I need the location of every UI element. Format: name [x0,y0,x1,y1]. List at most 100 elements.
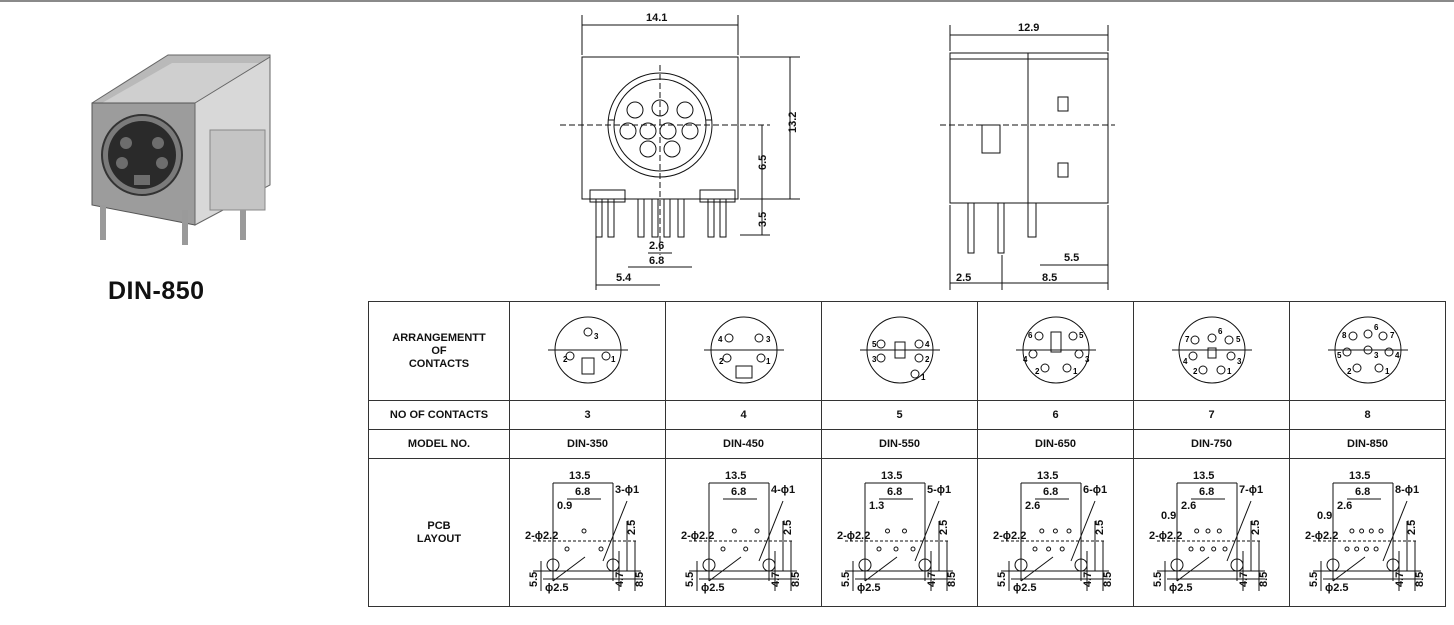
pcb-inner-label: 6.8 [575,486,590,498]
pcb-dim-label: 2.5 [1250,520,1262,535]
pcb-dia-label: ϕ2.5 [1325,582,1349,594]
pin-label: 2 [719,357,724,366]
pin-label: 6 [1028,331,1033,340]
pcb-width-label: 13.5 [1037,470,1058,482]
front-width-label: 14.1 [646,12,667,24]
pcb-offset-label: 0.9 [1161,510,1176,522]
pcb-inner-label: 6.8 [887,486,902,498]
pcb-dia-label: ϕ2.5 [857,582,881,594]
contacts-value: 5 [821,400,978,430]
arrangement-row: ARRANGEMENTT OF CONTACTS 2 1 3 [368,301,1446,401]
pcb-dim-label: 4.7 [926,572,938,587]
contacts-value: 3 [509,400,666,430]
pcb-width-label: 13.5 [725,470,746,482]
pin-label: 2 [1035,367,1040,376]
model-value: DIN-450 [665,429,822,459]
pin-label: 6 [1374,323,1379,332]
pcb-width-label: 13.5 [1349,470,1370,482]
pin-label: 7 [1185,335,1190,344]
pin-label: 7 [1390,331,1395,340]
pcb-dia-label: ϕ2.5 [1013,582,1037,594]
pcb-holes-label: 4-ϕ1 [771,484,795,496]
pin-label: 4 [925,340,930,349]
pcb-dim-label: 2.5 [938,520,950,535]
pin-label: 6 [1218,327,1223,336]
pcb-offset-label: 2.6 [1337,500,1352,512]
pcb-dim-label: 8.5 [946,572,958,587]
pin-label: 3 [766,335,771,344]
pin-label: 8 [1342,331,1347,340]
pcb-offset-label: 0.9 [1317,510,1332,522]
arrangement-8: 8 7 6 5 4 3 2 1 [1289,301,1446,401]
pcb-dim-label: 4.7 [770,572,782,587]
spec-table: ARRANGEMENTT OF CONTACTS 2 1 3 [368,301,1446,607]
pcb-dim-label: 2.5 [782,520,794,535]
pin-label: 1 [1073,367,1078,376]
pcb-inner-label: 6.8 [1199,486,1214,498]
contacts-value: 6 [977,400,1134,430]
pin-label: 4 [1395,351,1400,360]
pcb-holes-label: 7-ϕ1 [1239,484,1263,496]
pin-label: 5 [1236,335,1241,344]
front-view [560,15,800,290]
pcb-dim-label: 8.5 [1414,572,1426,587]
pin-label: 1 [766,357,771,366]
pin-label: 1 [921,373,926,382]
arrangement-6: 6 5 4 3 2 1 [977,301,1134,401]
arrangement-4: 2 1 3 4 [665,301,822,401]
product-name: DIN-850 [108,277,205,305]
pcb-mount-label: 2-ϕ2.2 [1305,530,1338,542]
pcb-holes-label: 5-ϕ1 [927,484,951,496]
pcb-label: PCB LAYOUT [368,458,510,607]
pin-label: 4 [718,335,723,344]
pcb-dim-label: 5.5 [840,572,852,587]
contacts-value: 4 [665,400,822,430]
pcb-dia-label: ϕ2.5 [1169,582,1193,594]
front-center-label: 6.5 [757,155,769,170]
pinout-diagram: 7 6 5 4 3 2 1 [1171,316,1252,383]
pcb-width-label: 13.5 [1193,470,1214,482]
pin-label: 3 [1374,351,1379,360]
arrangement-7: 7 6 5 4 3 2 1 [1133,301,1290,401]
pin-label: 2 [1347,367,1352,376]
contacts-row: NO OF CONTACTS 3 4 5 6 7 8 [368,400,1446,430]
pin-label: 1 [1385,367,1390,376]
arrangement-label: ARRANGEMENTT OF CONTACTS [368,301,510,401]
top-border [0,0,1454,2]
pin-label: 3 [1237,357,1242,366]
model-value: DIN-750 [1133,429,1290,459]
pcb-offset-label: 2.6 [1181,500,1196,512]
pcb-dim-label: 2.5 [1094,520,1106,535]
side-front-label: 2.5 [956,272,971,284]
arrangement-3: 2 1 3 [509,301,666,401]
pcb-dim-label: 8.5 [1258,572,1270,587]
pcb-dim-label: 5.5 [1308,572,1320,587]
pcb-dim-label: 8.5 [790,572,802,587]
pin-label: 4 [1183,357,1188,366]
model-value: DIN-650 [977,429,1134,459]
pinout-diagram: 6 5 4 3 2 1 [1015,316,1096,383]
pcb-inner-label: 6.8 [731,486,746,498]
pcb-holes-label: 6-ϕ1 [1083,484,1107,496]
front-height-label: 13.2 [787,112,799,133]
pcb-inner-label: 6.8 [1043,486,1058,498]
pcb-width-label: 13.5 [569,470,590,482]
product-photo [91,54,271,245]
pin-label: 5 [1337,351,1342,360]
model-row: MODEL NO. DIN-350 DIN-450 DIN-550 DIN-65… [368,429,1446,459]
side-pin-b-label: 8.5 [1042,272,1057,284]
pin-label: 3 [1085,355,1090,364]
pcb-dim-label: 4.7 [1394,572,1406,587]
pcb-row: PCB LAYOUT 13.5 6.8 3-ϕ1 0.9 2-ϕ2.2 ϕ2.5 5.5 4.… [368,458,1446,607]
pcb-offset-label: 1.3 [869,500,884,512]
pcb-mount-label: 2-ϕ2.2 [681,530,714,542]
pcb-mount-label: 2-ϕ2.2 [993,530,1026,542]
pcb-offset-label: 2.6 [1025,500,1040,512]
pcb-holes-label: 3-ϕ1 [615,484,639,496]
side-pin-a-label: 5.5 [1064,252,1079,264]
